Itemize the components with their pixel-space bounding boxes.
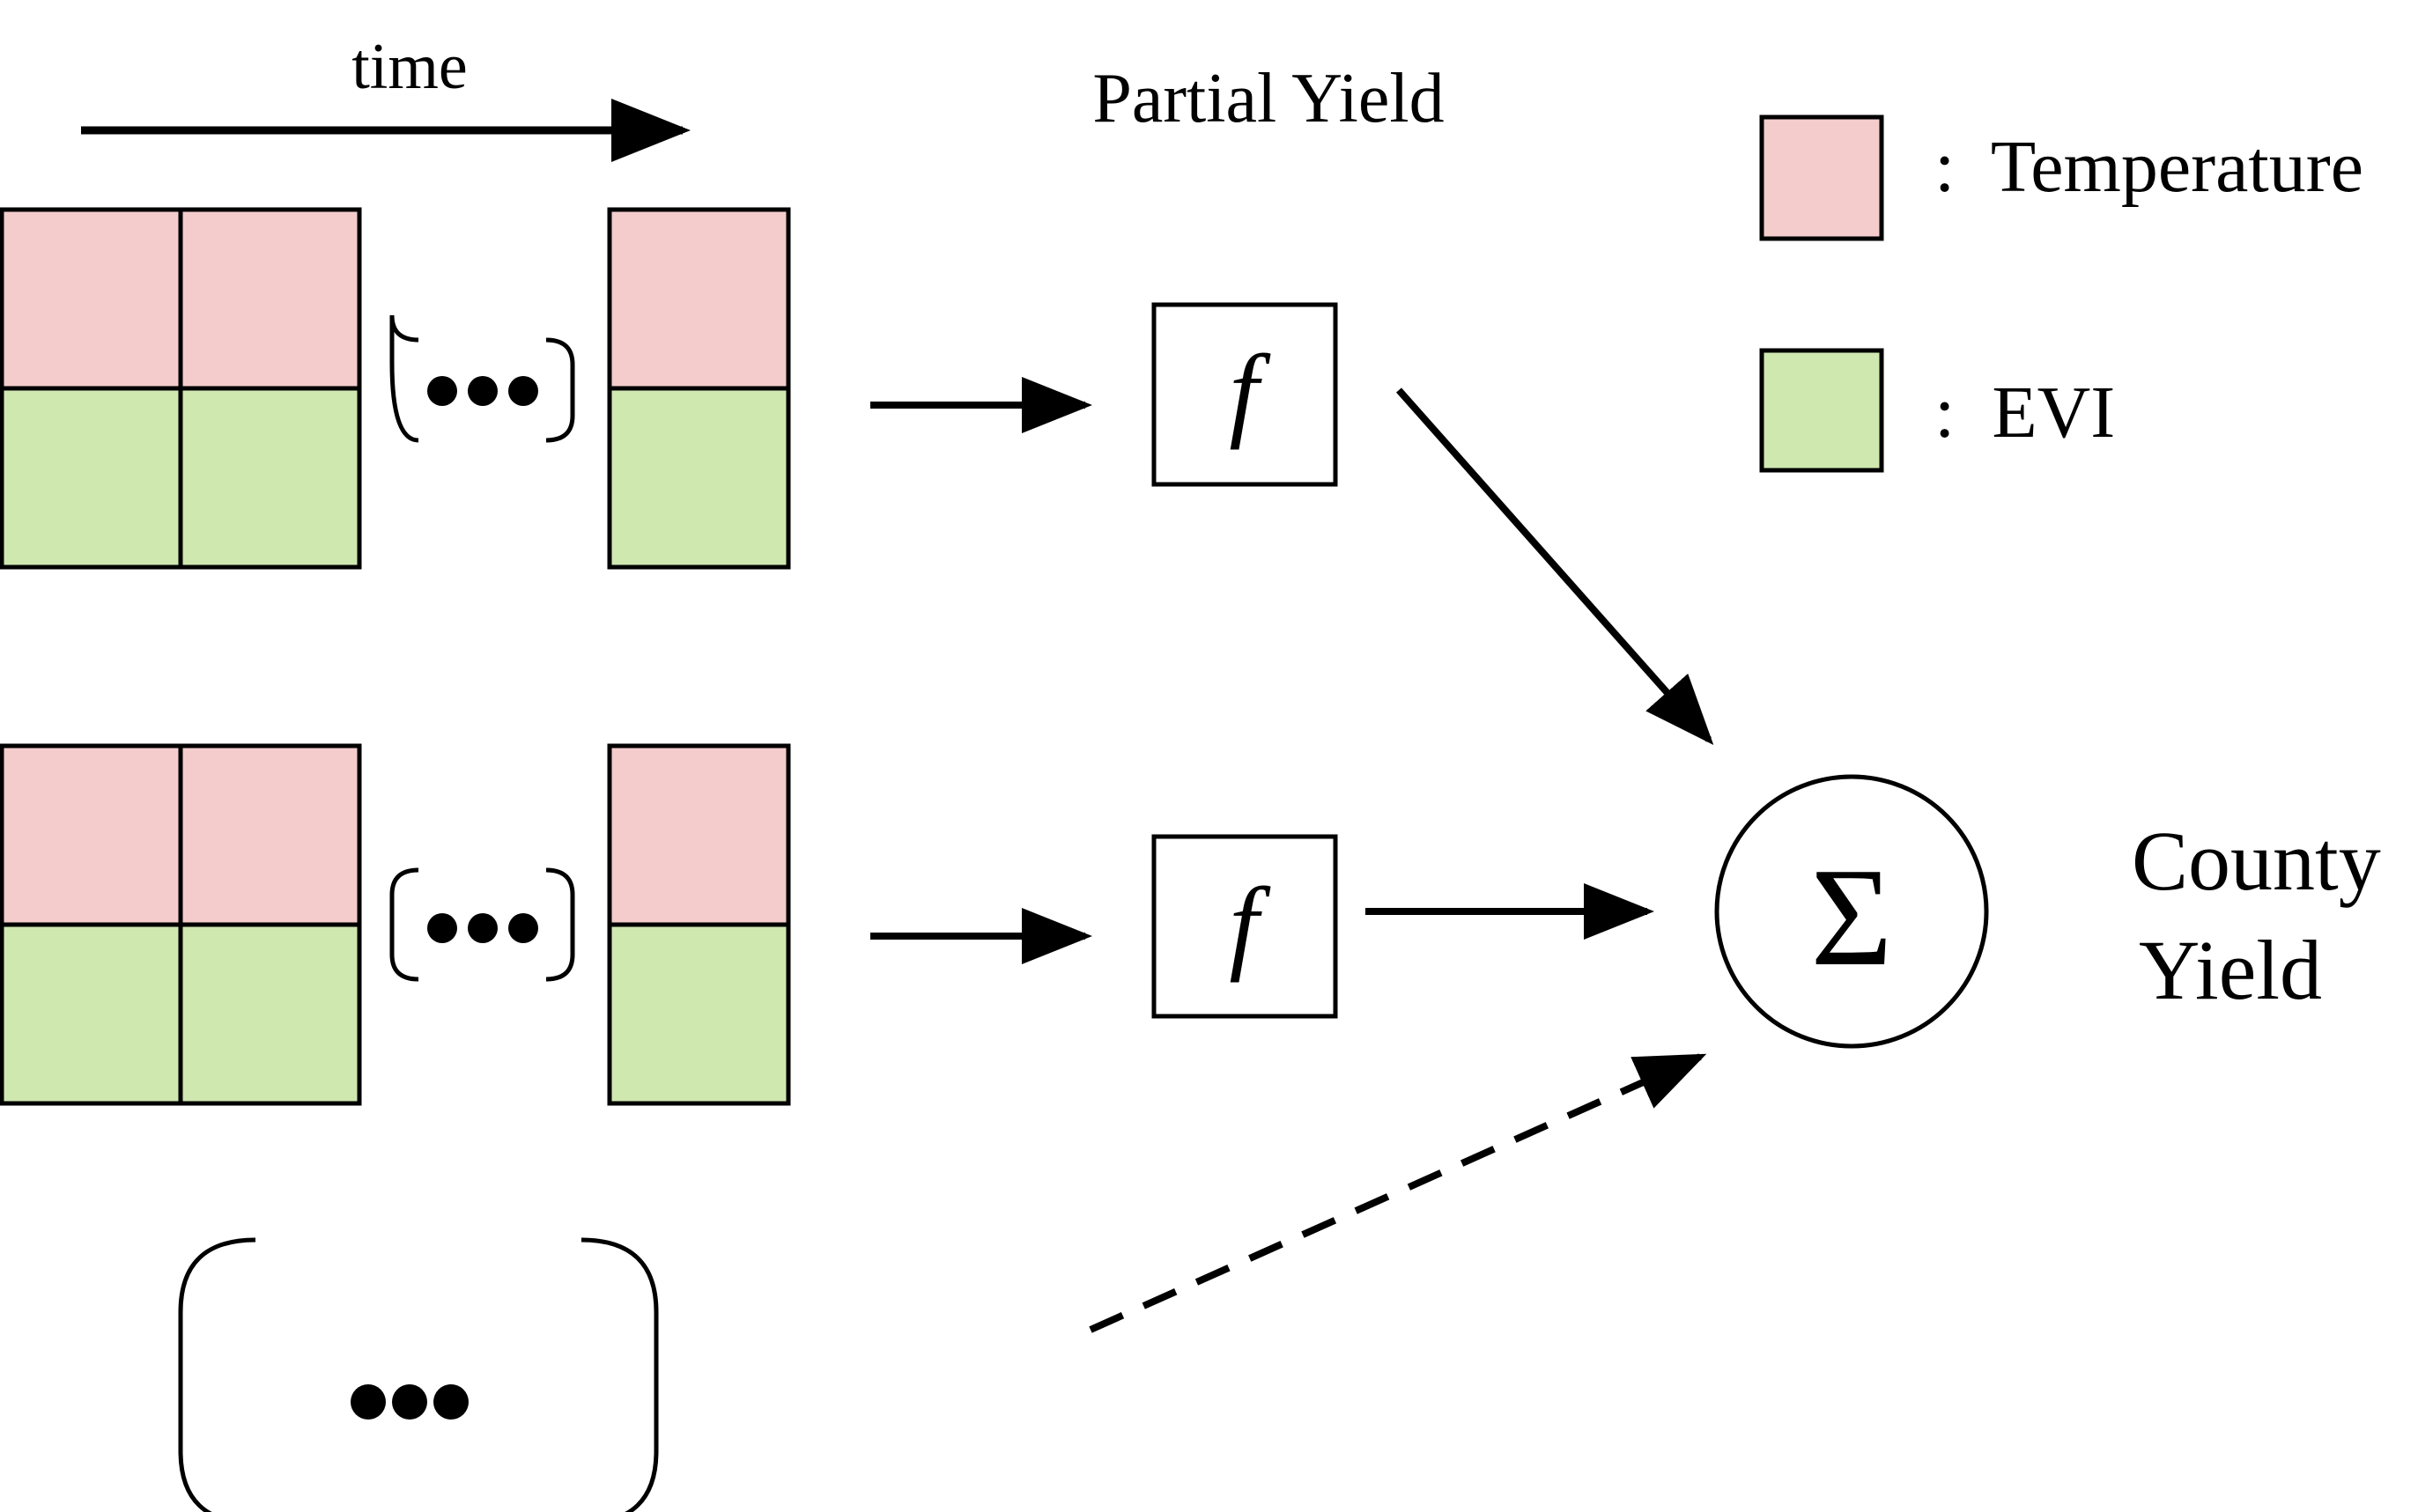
time-axis: time (81, 31, 691, 162)
temperature-cell (0, 743, 183, 927)
pixel-sequence-row-1 (0, 207, 791, 570)
evi-cell (607, 386, 791, 570)
evi-cell (607, 922, 791, 1106)
ellipsis-bracket (389, 314, 575, 443)
evi-cell (178, 922, 362, 1106)
temperature-cell (178, 743, 362, 927)
temperature-cell (0, 207, 183, 391)
temperature-cell (178, 207, 362, 391)
more-pixels-bracket (178, 1237, 659, 1512)
ellipsis-bracket (389, 867, 575, 982)
legend: : Temperature : EVI (1759, 114, 2363, 473)
function-box-2: f (1151, 834, 1338, 1019)
legend-evi-label: : EVI (1934, 372, 2115, 454)
sum-node: Σ (1714, 774, 1989, 1049)
partial-yield-label: Partial Yield (1092, 60, 1444, 137)
temperature-cell (607, 743, 791, 927)
legend-temperature-swatch (1759, 114, 1884, 241)
evi-cell (178, 386, 362, 570)
arrow-f1-to-sum (1396, 387, 1714, 745)
evi-cell (0, 922, 183, 1106)
legend-temperature-label: : Temperature (1934, 126, 2363, 208)
function-box-1: f (1151, 302, 1338, 487)
evi-cell (0, 386, 183, 570)
sum-symbol: Σ (1810, 838, 1892, 995)
temperature-cell (607, 207, 791, 391)
county-yield-label-line1: County (2132, 814, 2381, 908)
pixel-sequence-row-2 (0, 743, 791, 1106)
dashed-arrow-to-sum (1089, 1053, 1707, 1333)
county-yield-label-line2: Yield (2139, 923, 2322, 1017)
time-label: time (351, 31, 468, 103)
legend-evi-swatch (1759, 348, 1884, 473)
